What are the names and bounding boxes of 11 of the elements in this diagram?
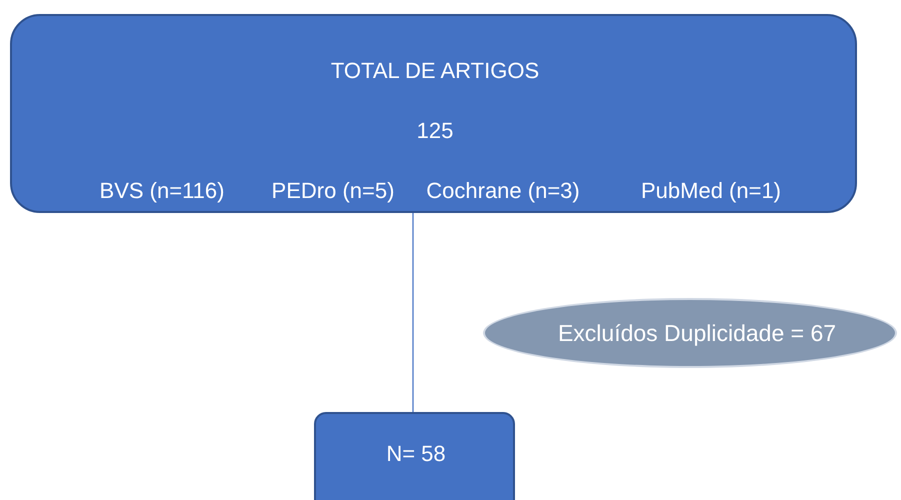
- node-label: Excluídos Duplicidade = 67: [558, 320, 836, 347]
- source-count: Cochrane (n=3): [426, 178, 580, 204]
- node-label: N= 58: [386, 441, 446, 467]
- heading: TOTAL DE ARTIGOS: [330, 58, 540, 84]
- panel-box: [10, 14, 857, 213]
- connector-line: [412, 213, 414, 412]
- total-count: 125: [416, 118, 454, 144]
- source-count: PEDro (n=5): [272, 178, 394, 204]
- process-box: [314, 412, 515, 500]
- source-count: BVS (n=116): [100, 178, 224, 204]
- source-count: PubMed (n=1): [640, 178, 782, 204]
